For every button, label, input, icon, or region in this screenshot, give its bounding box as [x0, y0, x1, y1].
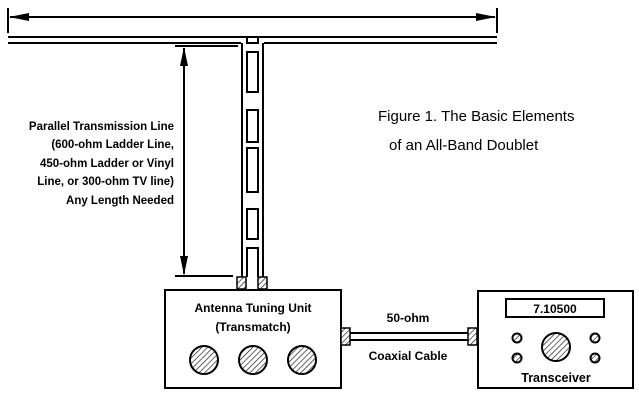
feedline-connector-left	[236, 276, 247, 290]
feedline-length-dimension	[175, 45, 238, 277]
small-knob-icon[interactable]	[589, 352, 601, 364]
small-knob-icon[interactable]	[511, 332, 523, 344]
arrow-right-icon	[476, 13, 496, 21]
coax-label-bottom: Coaxial Cable	[369, 349, 448, 363]
atu-knob-icon[interactable]	[189, 345, 219, 375]
feedline-label-line: 450-ohm Ladder or Vinyl	[40, 158, 174, 170]
arrow-up-icon	[180, 47, 188, 66]
feedline-label-line: Line, or 300-ohm TV line)	[37, 176, 174, 188]
doublet-antenna-wire	[8, 36, 497, 44]
small-knob-icon[interactable]	[589, 332, 601, 344]
coax-connector-atu	[340, 327, 351, 346]
feedline-label-line: Parallel Transmission Line	[29, 121, 174, 133]
frequency-readout: 7.10500	[533, 302, 577, 316]
atu-title: Antenna Tuning Unit	[194, 301, 311, 315]
transceiver-label: Transceiver	[521, 371, 591, 385]
atu-knob-icon[interactable]	[238, 345, 268, 375]
coax-label-top: 50-ohm	[387, 311, 430, 325]
atu-knob-icon[interactable]	[287, 345, 317, 375]
coax-connector-transceiver	[467, 327, 478, 346]
tuning-knob-icon[interactable]	[541, 332, 571, 362]
feedline-label-line: (600-ohm Ladder Line,	[51, 139, 174, 151]
transceiver: 7.10500 Transceiver	[477, 290, 634, 389]
frequency-display	[505, 298, 605, 318]
atu-subtitle: (Transmatch)	[215, 320, 290, 334]
antenna-tuning-unit: Antenna Tuning Unit (Transmatch)	[164, 289, 342, 389]
antenna-length-dimension	[7, 8, 498, 33]
small-knob-icon[interactable]	[511, 352, 523, 364]
feedline-connector-right	[257, 276, 268, 290]
figure-title-line1: Figure 1. The Basic Elements	[378, 108, 574, 125]
feedline-label: Parallel Transmission Line (600-ohm Ladd…	[29, 121, 174, 207]
figure-caption: Figure 1. The Basic Elements of an All-B…	[378, 108, 574, 154]
arrow-down-icon	[180, 256, 188, 275]
figure-title-line2: of an All-Band Doublet	[389, 137, 539, 154]
feedline-label-line: Any Length Needed	[66, 195, 174, 207]
arrow-left-icon	[9, 13, 29, 21]
ladder-line-feedline	[241, 38, 264, 277]
coaxial-cable: 50-ohm Coaxial Cable	[340, 311, 478, 363]
